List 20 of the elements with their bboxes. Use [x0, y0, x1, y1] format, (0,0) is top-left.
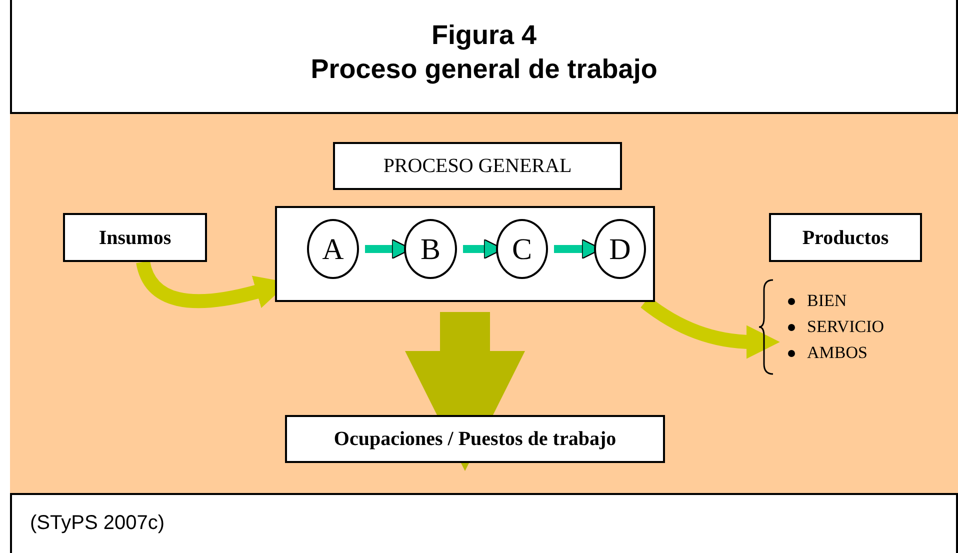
input-box: [63, 213, 207, 262]
occupations-box: [285, 415, 665, 463]
arrow: [405, 312, 525, 471]
step-letter: D: [609, 232, 631, 268]
box-label: Insumos: [98, 226, 172, 250]
output-box: [769, 213, 922, 262]
list-item: AMBOS: [807, 342, 868, 364]
list-item: BIEN: [807, 290, 847, 312]
step-letter: B: [420, 232, 440, 268]
box-label: PROCESO GENERAL: [383, 154, 572, 179]
list-item: SERVICIO: [807, 316, 884, 338]
box-label: Ocupaciones / Puestos de trabajo: [334, 427, 616, 452]
step-letter: A: [322, 232, 344, 268]
process-box: [275, 206, 655, 302]
figure-subtitle: Proceso general de trabajo: [310, 53, 658, 86]
box-label: Productos: [802, 226, 889, 250]
process-title-box: [333, 142, 622, 190]
figure-title: Figura 4: [431, 19, 537, 52]
step-letter: C: [512, 232, 532, 268]
source-caption: (STyPS 2007c): [30, 511, 165, 536]
